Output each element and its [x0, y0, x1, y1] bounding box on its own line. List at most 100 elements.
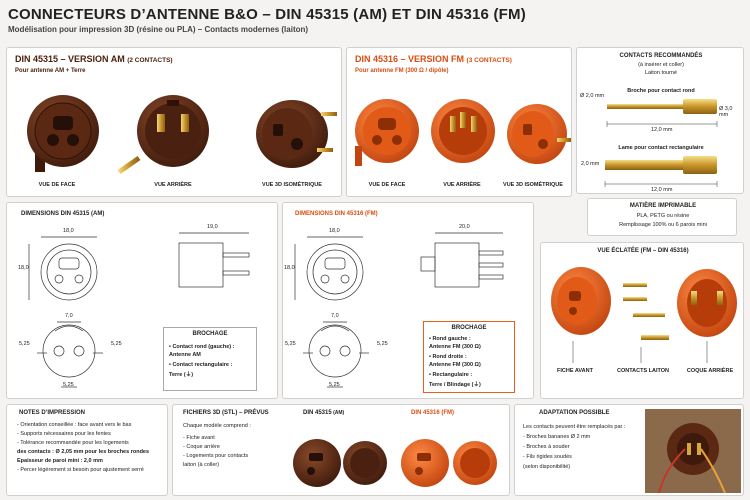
- am-front-label: VUE DE FACE: [38, 182, 76, 188]
- dim-fm-drawing: [294, 232, 504, 388]
- brass-contacts-icon: [623, 283, 669, 340]
- exploded-drawing: [551, 267, 737, 363]
- contacts-drawing: [604, 99, 718, 187]
- page-title: CONNECTEURS D’ANTENNE B&O – DIN 45315 (A…: [8, 6, 526, 23]
- notes-line: - Orientation conseillée : face avant ve…: [17, 422, 132, 428]
- blade-width: 2,0 mm: [581, 161, 600, 167]
- page-subtitle: Modélisation pour impression 3D (résine …: [8, 25, 309, 34]
- fm-subheading: Pour antenne FM (300 Ω / dipôle): [355, 68, 449, 74]
- blade-title: Lame pour contact rectangulaire: [618, 145, 704, 151]
- fm-photo-panel: DIN 45316 – VERSION FM (3 CONTACTS) Pour…: [346, 47, 572, 197]
- fm-iso-photo: [507, 104, 571, 164]
- files-am-label: DIN 45315 (AM): [303, 410, 345, 416]
- files-item: - Coque arrière: [183, 444, 220, 450]
- adapt-photo: [645, 409, 741, 493]
- am-brochage-box: BROCHAGE • Contact rond (gauche) : Anten…: [163, 327, 257, 391]
- am-heading: DIN 45315 – VERSION AM (2 CONTACTS): [15, 54, 173, 64]
- files-item: - Fiche avant: [183, 435, 215, 441]
- adapt-panel: ADAPTATION POSSIBLE Les contacts peuvent…: [514, 404, 744, 496]
- dim-am-panel: DIMENSIONS DIN 45315 (AM) 18,0 18,0 19,0…: [6, 202, 278, 399]
- am-brochage-title: BROCHAGE: [192, 331, 228, 337]
- contacts-panel: CONTACTS RECOMMANDÉS (à insérer et colle…: [576, 47, 744, 194]
- notes-line: Epaisseur de paroi mini : 2,0 mm: [17, 458, 103, 464]
- dim-am-top: 7,0: [65, 313, 73, 319]
- exploded-panel: VUE ÉCLATÉE (FM – DIN 45316): [540, 242, 744, 399]
- am-front-photo: [27, 95, 99, 172]
- notes-line: - Tolérance recommandée pour les logemen…: [17, 440, 129, 446]
- contacts-line2: Laiton tourné: [644, 70, 678, 76]
- notes-title: NOTES D’IMPRESSION: [19, 410, 86, 416]
- am-connector-photos: [27, 95, 337, 175]
- dim-am-height: 18,0: [18, 265, 29, 271]
- fm-rear-label: VUE ARRIÈRE: [443, 182, 481, 188]
- fm-brochage-line: • Rond gauche :: [429, 336, 471, 342]
- dim-am-right: 5,25: [111, 341, 122, 347]
- dim-fm-height: 18,0: [284, 265, 295, 271]
- am-thumbnail-rear: [343, 441, 387, 485]
- dim-fm-right: 5,25: [377, 341, 388, 347]
- fm-thumbnail-front: [401, 439, 449, 487]
- am-thumbnail-front: [293, 439, 341, 487]
- fm-iso-label: VUE 3D ISOMÉTRIQUE: [503, 182, 563, 188]
- blade-icon: [604, 156, 718, 187]
- dim-am-side: 19,0: [207, 224, 218, 230]
- files-item: laiton (à coller): [183, 462, 220, 468]
- am-brochage-line: • Contact rond (gauche) :: [169, 344, 235, 350]
- notes-line: - Percer légèrement si besoin pour ajust…: [17, 467, 144, 473]
- exploded-label-contacts: CONTACTS LAITON: [616, 368, 670, 374]
- am-brochage-line: • Contact rectangulaire :: [169, 362, 233, 368]
- dim-fm-bottom: 5,25: [329, 382, 340, 388]
- notes-panel: NOTES D’IMPRESSION - Orientation conseil…: [6, 404, 168, 496]
- pin-diameter-right: Ø 3,0 mm: [719, 106, 733, 118]
- contacts-line1: (à insérer et coller): [638, 62, 684, 68]
- contacts-title: CONTACTS RECOMMANDÉS: [619, 53, 703, 59]
- dim-am-width: 18,0: [63, 228, 74, 234]
- am-subheading: Pour antenne AM + Terre: [15, 68, 86, 74]
- rear-shell-icon: [677, 269, 737, 337]
- adapt-line: - Fils rigides soudés: [523, 454, 572, 460]
- am-brochage-line: Antenne AM: [169, 352, 201, 358]
- fm-rear-photo: [431, 99, 495, 163]
- am-iso-photo: [256, 100, 337, 168]
- am-photo-panel: DIN 45315 – VERSION AM (2 CONTACTS) Pour…: [6, 47, 342, 197]
- dim-am-bottom: 5,25: [63, 382, 74, 388]
- files-intro: Chaque modèle comprend :: [183, 423, 251, 429]
- exploded-label-rear: COQUE ARRIÈRE: [686, 368, 734, 374]
- fm-brochage-line: Antenne FM (300 Ω): [429, 362, 481, 368]
- dim-am-drawing: [28, 232, 250, 388]
- blade-length: 12,0 mm: [651, 187, 673, 193]
- files-item: - Logements pour contacts: [183, 453, 249, 459]
- dim-am-left: 5,25: [19, 341, 30, 347]
- fm-brochage-title: BROCHAGE: [451, 325, 487, 331]
- fm-thumbnail-rear: [453, 441, 497, 485]
- dim-fm-left: 5,25: [285, 341, 296, 347]
- fm-brochage-line: Terre / Blindage (⏚): [429, 382, 481, 388]
- am-iso-label: VUE 3D ISOMÉTRIQUE: [262, 182, 322, 188]
- fm-brochage-line: • Rectangulaire :: [429, 372, 473, 378]
- material-line1: PLA, PETG ou résine: [636, 213, 690, 219]
- adapt-line: - Broches bananes Ø 2 mm: [523, 434, 591, 440]
- adapt-line: - Broches à souder: [523, 444, 570, 450]
- am-rear-photo: [117, 95, 209, 175]
- am-brochage-line: Terre (⏚): [169, 372, 194, 378]
- material-panel: MATIÈRE IMPRIMABLE PLA, PETG ou résine R…: [587, 198, 737, 236]
- notes-line: - Supports nécessaires pour les fentes: [17, 431, 111, 437]
- dim-fm-panel: DIMENSIONS DIN 45316 (FM) 18,0 18: [282, 202, 534, 399]
- dim-fm-top: 7,0: [331, 313, 339, 319]
- fm-connector-photos: [355, 99, 571, 166]
- fm-brochage-box: BROCHAGE • Rond gauche : Antenne FM (300…: [423, 321, 515, 393]
- front-plug-icon: [551, 267, 611, 335]
- files-fm-label: DIN 45316 (FM): [411, 410, 455, 416]
- files-panel: FICHIERS 3D (STL) – PRÉVUS DIN 45315 (AM…: [172, 404, 510, 496]
- fm-front-photo: [355, 99, 419, 166]
- exploded-title: VUE ÉCLATÉE (FM – DIN 45316): [597, 248, 689, 254]
- exploded-label-front: FICHE AVANT: [557, 368, 593, 374]
- adapt-title: ADAPTATION POSSIBLE: [539, 410, 610, 416]
- dim-fm-side: 20,0: [459, 224, 470, 230]
- pin-length: 12,0 mm: [651, 127, 673, 133]
- pin-title: Broche pour contact rond: [627, 88, 695, 94]
- fm-brochage-line: Antenne FM (300 Ω): [429, 344, 481, 350]
- fm-brochage-line: • Rond droite :: [429, 354, 467, 360]
- dim-fm-title: DIMENSIONS DIN 45316 (FM): [295, 211, 378, 217]
- adapt-line: (selon disponibilité): [523, 464, 571, 470]
